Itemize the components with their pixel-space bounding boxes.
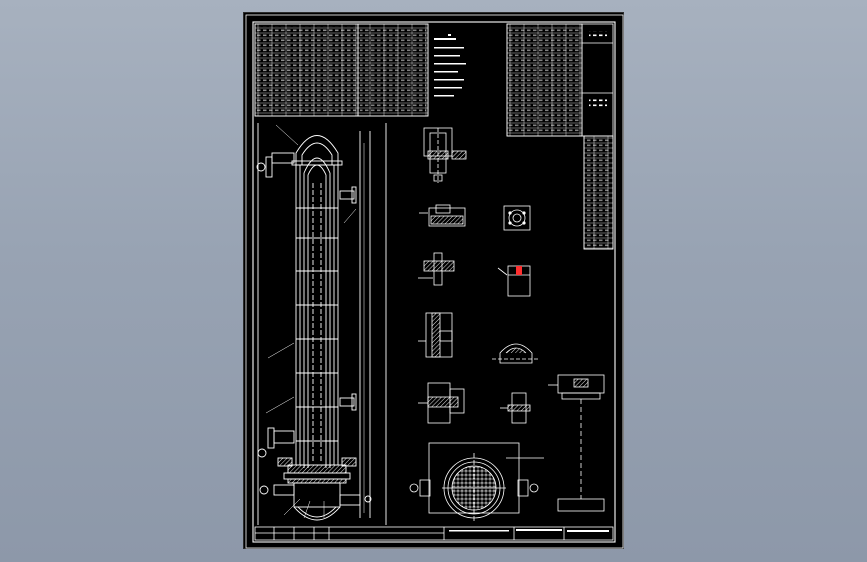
title-block — [254, 526, 614, 541]
tube-sheet-view — [548, 374, 605, 512]
nozzle-table — [506, 23, 614, 137]
detail-7 — [492, 343, 540, 364]
detail-3 — [503, 205, 531, 231]
detail-8 — [418, 382, 465, 424]
cad-drawing-canvas — [245, 14, 624, 549]
detail-9 — [500, 392, 531, 424]
detail-2 — [419, 204, 466, 227]
parts-list — [583, 135, 614, 250]
detail-6 — [418, 312, 453, 358]
detail-5 — [497, 265, 531, 297]
inner-frame — [252, 21, 616, 543]
drawing-sheet — [243, 12, 624, 549]
detail-4 — [418, 252, 455, 286]
main-elevation-view — [256, 123, 387, 525]
technical-notes — [434, 34, 466, 97]
detail-1 — [423, 127, 467, 183]
design-data-table — [254, 23, 429, 117]
outer-frame — [245, 14, 624, 549]
cross-section-view — [409, 442, 544, 523]
